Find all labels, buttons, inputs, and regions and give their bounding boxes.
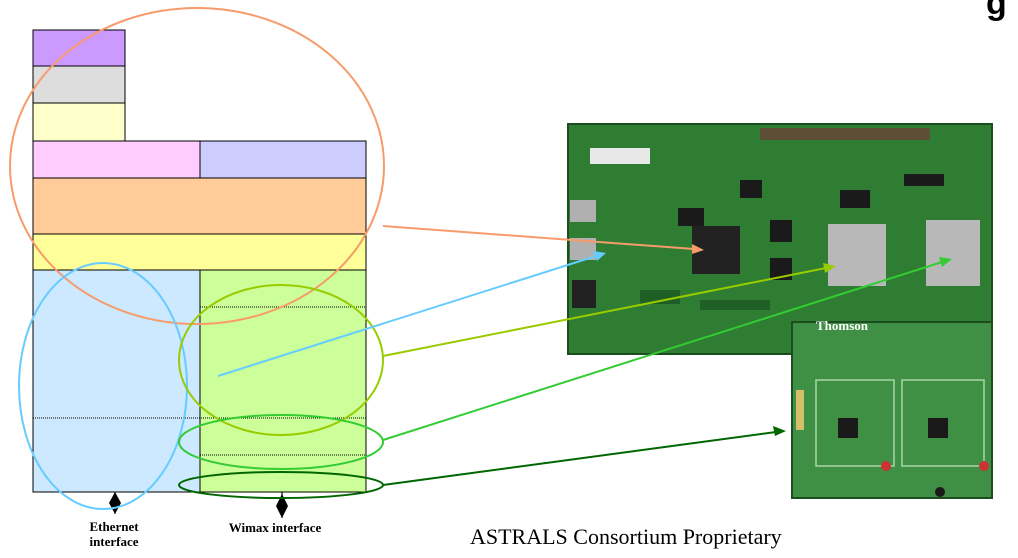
block-ethernet [32,269,201,493]
block-orange [32,177,367,235]
ellipse-upper-stack [9,7,385,325]
arrow-blue [217,251,606,377]
ellipse-wimax-middle [178,414,384,470]
wimax-interface-label: Wimax interface [228,520,322,535]
wimax-board-image [791,321,993,499]
block-lavender [199,140,367,179]
block-pink [32,140,201,179]
board-brand-label: Thomson [816,318,869,333]
arrow-orange [382,225,704,254]
footer-text: ASTRALS Consortium Proprietary [470,524,782,549]
block-purple [32,29,126,67]
ethernet-interface-label: Ethernet interface [89,519,139,549]
ethernet-marker [109,492,121,514]
ellipse-ethernet [18,262,188,510]
arrow-olive [382,263,836,357]
main-board-image [567,123,993,355]
ellipse-wimax-upper [178,284,384,436]
wimax-marker [276,492,288,518]
block-light-yellow [32,102,126,142]
block-gray [32,65,126,104]
block-yellow [32,233,367,271]
corner-title-fragment: g [986,0,1007,22]
arrow-dark-green [382,426,786,486]
arrow-green [382,257,952,441]
block-wimax [199,269,367,493]
